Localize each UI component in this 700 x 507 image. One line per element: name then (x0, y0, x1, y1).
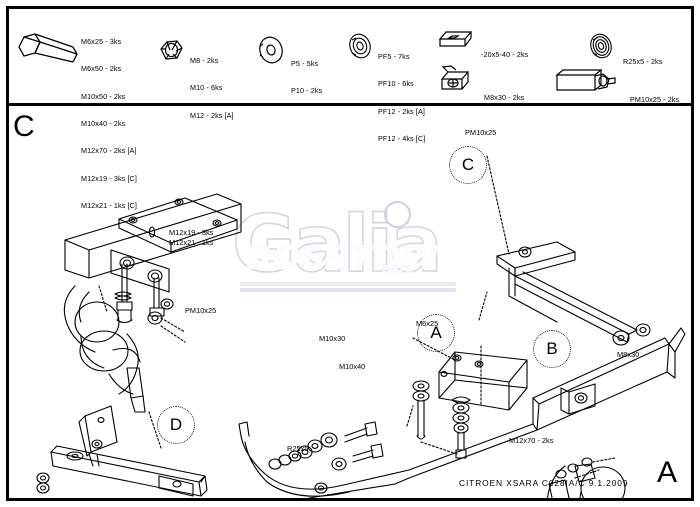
legend-line: M8x30 - 2ks (484, 93, 525, 103)
legend-line: M10x40 - 2ks (81, 119, 126, 129)
callout-b[interactable]: B (533, 330, 571, 368)
legend-lines-tbolt: M8x30 - 2ks (484, 75, 524, 120)
callout-d[interactable]: D (157, 406, 195, 444)
legend-group-tbolt: M8x30 - 2ks (437, 65, 524, 102)
legend-line: PF12 - 2ks [A] (378, 106, 425, 116)
assembly-linework (36, 155, 686, 498)
legend-group-bolts: M6x25 - 3ks M6x50 - 2ks M10x50 - 2ks M10… (13, 17, 137, 210)
ann-pm10x25-top: PM10x25 (465, 128, 497, 137)
callout-a[interactable]: A (417, 314, 455, 352)
legend-lines-bolts: M6x25 - 3ks M6x50 - 2ks M10x50 - 2ks M10… (81, 19, 137, 228)
sheet-letter-a: A (657, 456, 678, 489)
ann-r25x5: R25x5 (287, 444, 309, 453)
legend-group-nuts: M8 - 2ks M10 - 6ks M12 - 2ks [A] (157, 37, 234, 120)
legend-group-longbolt: PM10x25 - 2ks (555, 67, 679, 104)
section-letter-c: C (13, 110, 35, 143)
flat-washer-icon (259, 36, 283, 64)
legend-line: M10x50 - 2ks (81, 91, 126, 101)
legend-group-spring-washers: PF5 - 7ks PF10 - 6ks PF12 - 2ks [A] PF12… (347, 31, 425, 143)
legend-line: R25x5 - 2ks (623, 57, 663, 67)
ann-m10x30: M10x30 (319, 334, 346, 343)
ann-m6x25: M6x25 (416, 319, 439, 328)
legend-line: M12x70 - 2ks [A] (81, 146, 137, 156)
callout-c[interactable]: C (449, 146, 487, 184)
legend-lines-washers: P5 - 5ks P10 - 2ks (291, 41, 322, 114)
legend-lines-spring-washers: PF5 - 7ks PF10 - 6ks PF12 - 2ks [A] PF12… (378, 34, 425, 161)
legend-lines-nuts: M8 - 2ks M10 - 6ks M12 - 2ks [A] (190, 38, 234, 138)
ann-m12x19: M12x19 - 3ks (169, 228, 214, 237)
sheet-border (6, 6, 694, 501)
legend-line: PF10 - 6ks (378, 79, 414, 89)
long-bolt-plate-icon (555, 69, 616, 91)
legend-line: P10 - 2ks (291, 86, 323, 96)
ann-m8x30: M8x30 (617, 350, 640, 359)
legend-line: PF5 - 7ks (378, 52, 410, 62)
parts-legend: M6x25 - 3ks M6x50 - 2ks M10x50 - 2ks M10… (9, 9, 691, 210)
legend-line: M6x50 - 2ks (81, 64, 122, 74)
legend-line: P5 - 5ks (291, 59, 319, 69)
drawing-area: C A CITROEN XSARA C028IA/C 9.1.2009 (9, 106, 691, 498)
ann-m12x70: M12x70 - 2ks (509, 436, 554, 445)
legend-line: M10 - 6ks (190, 83, 223, 93)
legend-line: -20x5-40 - 2ks (481, 50, 529, 60)
legend-line: M12 - 2ks [A] (190, 110, 234, 120)
ann-m12x21: M12x21 - 1ks (169, 238, 214, 247)
ann-pm10x25-left: PM10x25 (185, 306, 217, 315)
title-block: CITROEN XSARA C028IA/C 9.1.2009 (459, 478, 629, 488)
legend-lines-plate: -20x5-40 - 2ks (481, 32, 528, 77)
spring-washer-icon (349, 33, 371, 59)
hex-nut-icon (160, 40, 183, 60)
t-bolt-plate-icon (440, 65, 470, 90)
legend-line: M8 - 2ks (190, 56, 219, 66)
hex-bolt-icon (18, 33, 78, 63)
legend-divider (6, 103, 694, 106)
legend-line: PF12 - 4ks [C] (378, 134, 426, 144)
legend-line: M12x19 - 3ks [C] (81, 173, 137, 183)
flat-plate-icon (438, 31, 473, 47)
legend-lines-ring: R25x5 - 2ks (623, 39, 662, 84)
rubber-ring-icon (590, 33, 612, 59)
legend-lines-longbolt: PM10x25 - 2ks (630, 77, 679, 122)
legend-line: PM10x25 - 2ks (630, 95, 680, 105)
legend-group-ring: R25x5 - 2ks (587, 31, 662, 66)
legend-group-plate: -20x5-40 - 2ks (437, 27, 528, 59)
legend-line: M12x21 - 1ks [C] (81, 200, 137, 210)
ann-m10x40: M10x40 (339, 362, 366, 371)
legend-line: M6x25 - 3ks (81, 37, 122, 47)
legend-group-washers: P5 - 5ks P10 - 2ks (257, 35, 322, 95)
